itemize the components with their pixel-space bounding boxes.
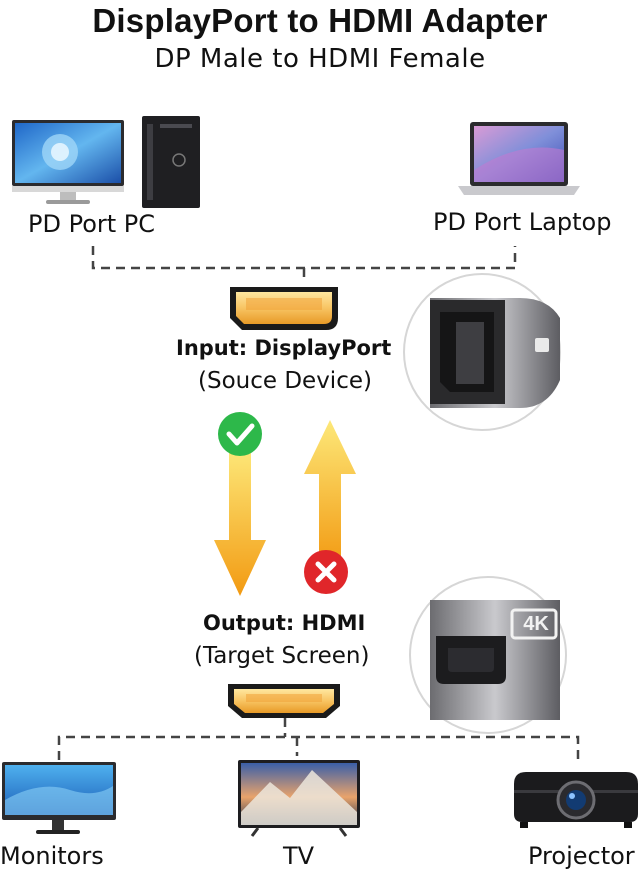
output-sublabel: (Target Screen) [194,643,370,669]
tv-icon [238,760,360,837]
pc-monitor-icon [12,120,124,204]
pc-label: PD Port PC [28,210,156,238]
output-label: Output: HDMI [203,611,366,635]
hdmi-connector-photo [409,576,567,734]
monitor-icon [2,762,116,834]
source-connector-line [91,246,517,282]
laptop-icon [458,122,580,195]
input-label: Input: DisplayPort [176,336,392,360]
laptop-label: PD Port Laptop [433,208,612,236]
projector-label: Projector [528,842,635,870]
dp-connector-photo [403,273,561,431]
hdmi-port-icon [228,684,340,718]
displayport-port-icon [230,287,338,330]
cross-icon [304,550,348,594]
pc-tower-icon [142,116,200,208]
tv-label: TV [283,842,315,870]
4k-badge: 4K [523,613,549,635]
monitors-label: Monitors [0,842,104,870]
up-arrow [304,420,356,566]
input-sublabel: (Souce Device) [198,368,372,394]
page-subtitle: DP Male to HDMI Female [154,44,486,74]
page-title: DisplayPort to HDMI Adapter [92,2,548,39]
target-connector-line [57,718,580,760]
check-icon [218,412,262,456]
down-arrow [214,448,266,596]
projector-icon [514,772,638,828]
